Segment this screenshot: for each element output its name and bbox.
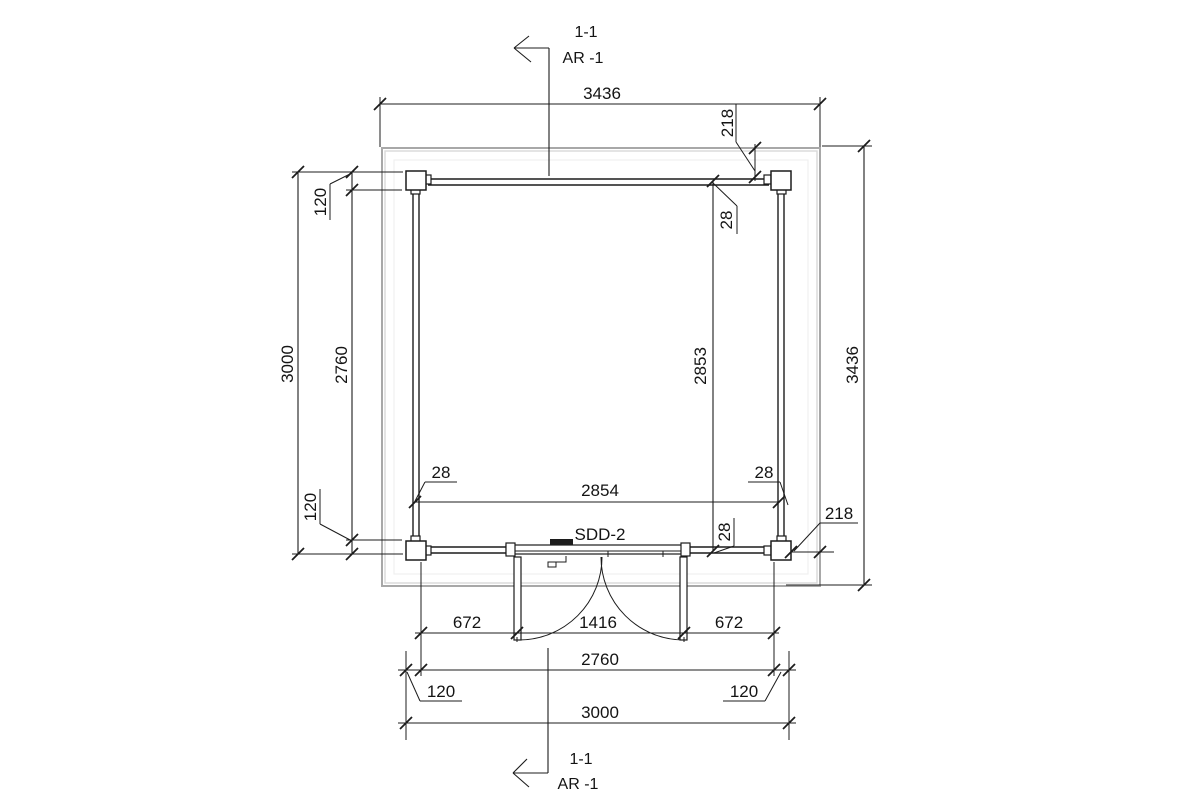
leader-line <box>406 671 421 702</box>
dim-label-log-bottom-dim-left: 120 <box>427 682 455 701</box>
dimension-ticks <box>291 97 871 730</box>
dim-label-log-top-left: 120 <box>311 188 330 216</box>
double-door <box>505 539 691 641</box>
dim-label-bottom-overall: 3000 <box>581 703 619 722</box>
leader-line <box>793 522 821 552</box>
dim-label-top-overall: 3436 <box>583 84 621 103</box>
leader-line <box>319 523 353 542</box>
corner-post-bottom-left <box>405 540 427 561</box>
corner-posts <box>405 170 792 561</box>
section-arrow <box>513 47 532 63</box>
roof-edge-outer <box>381 147 821 587</box>
dim-label-right-overall: 3436 <box>843 346 862 384</box>
section-arrow <box>513 35 530 49</box>
dim-label-wall-top: 28 <box>717 211 736 230</box>
dim-label-door-opening: 1416 <box>579 613 617 632</box>
roof-edge-faint <box>393 159 809 575</box>
section-bottom-code: 1-1 <box>569 751 592 768</box>
dim-label-left-wall: 2760 <box>332 346 351 384</box>
section-marker-bottom <box>512 648 549 788</box>
door-leaf-left <box>513 556 522 641</box>
leader-line <box>779 481 789 506</box>
dimension-lines <box>292 97 872 740</box>
leader-line <box>735 141 756 172</box>
door-frame-cap-left <box>505 542 516 557</box>
dim-label-log-bottom-dim-right: 120 <box>730 682 758 701</box>
dim-label-bottom-wall: 2760 <box>581 650 619 669</box>
leader-line <box>713 545 735 554</box>
dim-label-door-left: 672 <box>453 613 481 632</box>
corner-post-bottom-right <box>770 540 792 561</box>
section-bottom-sheet: AR -1 <box>558 776 599 793</box>
door-swing-arc-left <box>518 556 603 641</box>
roof-edge-inner <box>384 150 818 584</box>
dim-label-interior-width: 2854 <box>581 481 619 500</box>
dim-label-door-right: 672 <box>715 613 743 632</box>
text-labels: 1-1 AR -1 3436 218 3000 2760 120 120 285… <box>278 24 862 793</box>
section-arrow <box>512 772 530 788</box>
dim-label-wall-left: 28 <box>432 463 451 482</box>
leader-line <box>413 481 426 504</box>
door-latch-detail <box>547 556 567 568</box>
dim-label-wall-right: 28 <box>755 463 774 482</box>
roof-outline <box>381 147 821 587</box>
post-tab <box>763 174 772 185</box>
section-marker-top <box>513 35 550 176</box>
post-tab <box>763 545 772 556</box>
door-swing-arc-right <box>600 556 685 641</box>
dim-label-overhang-bottom: 218 <box>825 504 853 523</box>
door-sill <box>505 544 691 555</box>
door-frame-cap-right <box>680 542 691 557</box>
dim-label-wall-bottom: 28 <box>715 523 734 542</box>
door-handle <box>550 539 573 545</box>
door-leaf-right <box>679 556 688 641</box>
walls <box>412 178 785 554</box>
dim-label-overhang-top: 218 <box>718 109 737 137</box>
section-arrow <box>512 758 528 774</box>
corner-post-top-right <box>770 170 792 191</box>
section-top-code: 1-1 <box>574 24 597 41</box>
dim-label-interior-height: 2853 <box>691 347 710 385</box>
leader-line <box>764 671 782 702</box>
section-top-sheet: AR -1 <box>563 50 604 67</box>
door-type-label: SDD-2 <box>574 525 625 544</box>
dim-label-log-bottom-left: 120 <box>301 493 320 521</box>
dim-label-left-outer: 3000 <box>278 345 297 383</box>
corner-post-top-left <box>405 170 427 191</box>
leader-line <box>712 182 738 207</box>
